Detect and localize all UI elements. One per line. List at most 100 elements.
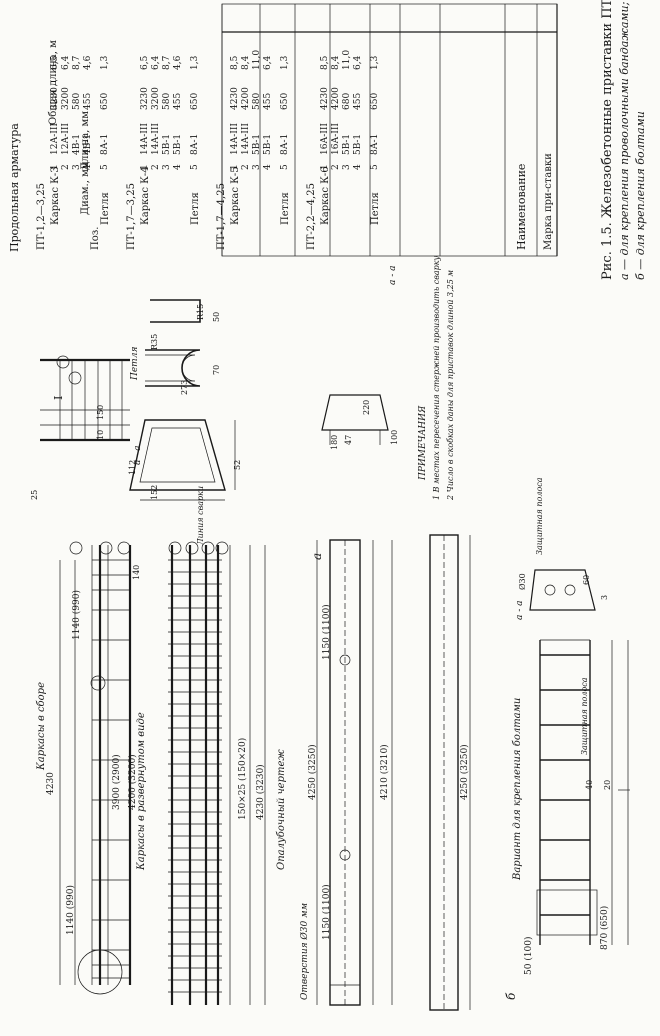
formwork-drawing (316, 539, 393, 1006)
table-cell-len: 3200 (61, 87, 71, 110)
table-cell-loop-diam: 8А-1 (100, 133, 110, 155)
table-cell-pos: 4 (173, 164, 183, 170)
table-cell-diam: 5В-1 (353, 133, 363, 155)
note-2: 2 Число в скобках даны для приставок дли… (446, 270, 455, 500)
table-cell-loop-diam: 8А-1 (190, 133, 200, 155)
label-loop: Петля (130, 346, 140, 380)
dim-3900: 3900 (2900) (112, 754, 122, 810)
loop-drawing (145, 299, 201, 387)
table-cell-loop-diam: 8А-1 (370, 133, 380, 155)
table-cell-loop-pos: 5 (370, 164, 380, 170)
dim-1150a: 1150 (1100) (322, 604, 332, 660)
table-cell-diam: 5В-1 (342, 133, 352, 155)
table-cell-diam: 4В-1 (72, 133, 82, 155)
table-cell-len: 580 (162, 92, 172, 110)
table-cell-pos: 3 (342, 164, 352, 170)
label-hole: Отверстия Ø30 мм (300, 902, 310, 1000)
dim-20: 20 (603, 779, 612, 790)
dim-R15: R15 (196, 303, 205, 320)
dim-52: 52 (233, 459, 242, 470)
dim-220: 220 (362, 399, 371, 415)
table-cell-total: 4,6 (173, 55, 183, 70)
table-cell-total: 6,4 (151, 55, 161, 70)
table-cell-len: 4230 (320, 87, 330, 110)
dim-4250: 4250 (3250) (308, 744, 318, 800)
table-cell-diam: 4В-1 (83, 133, 93, 155)
label-mark-b: б (504, 992, 518, 1000)
table-cell-diam: 5В-1 (263, 133, 273, 155)
dim-10: 10 (96, 429, 105, 440)
notes-heading: ПРИМЕЧАНИЯ (418, 405, 428, 480)
table-cell-loop-name: Петля (190, 192, 201, 225)
dim-47: 47 (344, 434, 353, 445)
label-protective-strip-1: Защитная полоса (535, 477, 544, 555)
dim-150x25: 150×25 (150×20) (238, 737, 248, 820)
table-cell-total: 8,4 (241, 55, 251, 70)
label-section-a-a-2: а - а (388, 265, 398, 286)
dim-40: 40 (585, 779, 594, 790)
dim-152: 152 (150, 484, 159, 500)
section-I-drawing (40, 355, 130, 442)
table-cell-loop-total: 1,3 (280, 55, 290, 70)
table-cell-len: 4200 (241, 87, 251, 110)
dim-25: 25 (30, 489, 39, 500)
table-cell-total: 11,0 (252, 49, 262, 70)
table-cell-diam: 5В-1 (252, 133, 262, 155)
table-cell-name: Каркас К-5 (230, 166, 241, 225)
dim-50: 50 (100) (524, 936, 534, 975)
table-cell-name: Каркас К-6 (320, 166, 331, 225)
dim-1140: 1140 (990) (72, 590, 82, 640)
dim-70: 70 (212, 364, 221, 375)
table-cell-total: 8,7 (162, 55, 172, 70)
cage-assembled-drawing (59, 541, 132, 995)
table-cell-len: 3230 (140, 87, 150, 110)
label-bolt-variant: Вариант для крепления болтами (512, 697, 523, 880)
table-cell-pos: 2 (61, 164, 71, 170)
table-cell-pos: 1 (50, 164, 60, 170)
bolt-variant-drawing (529, 569, 630, 945)
dim-4230: 4230 (46, 772, 56, 795)
table-cell-total: 8,4 (331, 55, 341, 70)
table-header-mark: Марка при-ставки (543, 153, 554, 250)
table-cell-diam: 12А-III (50, 123, 60, 155)
table-cell-pos: 2 (331, 164, 341, 170)
table-cell-total: 6,5 (50, 55, 60, 70)
label-mark-a: а (310, 552, 324, 560)
table-cell-pos: 2 (151, 164, 161, 170)
dim-870: 870 (650) (600, 905, 610, 950)
table-cell-loop-diam: 8А-1 (280, 133, 290, 155)
table-cell-len: 580 (252, 92, 262, 110)
dim-4230b: 4230 (3230) (256, 764, 266, 820)
table-cell-len: 3200 (151, 87, 161, 110)
label-protective-strip-2: Защитная полоса (580, 677, 589, 755)
table-cell-pos: 4 (353, 164, 363, 170)
table-cell-len: 3230 (50, 87, 60, 110)
table-cell-pos: 1 (320, 164, 330, 170)
table-header-pos: Поз. (90, 226, 101, 250)
table-cell-diam: 14А-III (151, 123, 161, 155)
dim-140: 140 (132, 564, 141, 580)
dim-50b: 50 (212, 311, 221, 322)
table-cell-len: 455 (263, 92, 273, 110)
table-cell-total: 8,5 (320, 55, 330, 70)
table-cell-total: 6,4 (61, 55, 71, 70)
table-cell-total: 6,4 (263, 55, 273, 70)
side-elevation (429, 534, 471, 1011)
dim-100: 100 (390, 429, 399, 445)
table-cell-len: 580 (72, 92, 82, 110)
table-cell-total: 8,5 (230, 55, 240, 70)
table-cell-loop-pos: 5 (100, 164, 110, 170)
table-cell-diam: 5В-1 (173, 133, 183, 155)
dim-3: 3 (600, 594, 609, 600)
table-cell-loop-total: 1,3 (100, 55, 110, 70)
note-1: 1 В местах пересечения стержней производ… (432, 255, 441, 500)
section-shoe-drawing (321, 394, 389, 445)
table-cell-len: 4200 (331, 87, 341, 110)
figure-caption-a: а — для крепления проволочными бандажами… (618, 1, 631, 280)
table-cell-name: Каркас К-3 (50, 166, 61, 225)
table-cell-pos: 3 (162, 164, 172, 170)
table-cell-mark: ПТ-1,2—3,25 (36, 183, 47, 250)
table-cell-mark: ПТ-2,2—4,25 (306, 183, 317, 250)
